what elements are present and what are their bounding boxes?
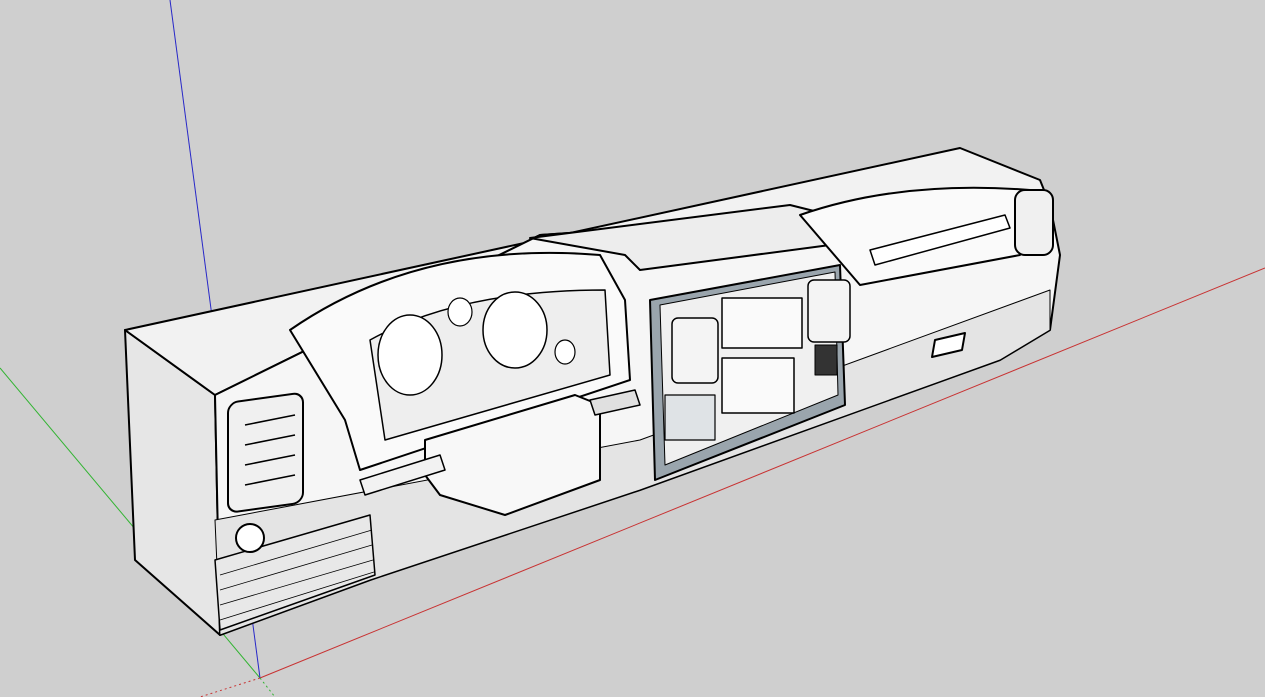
- radio-unit: [721, 297, 803, 349]
- gauge-right: [482, 291, 548, 369]
- switch-panel: [664, 394, 716, 441]
- center-right-vent: [807, 279, 851, 343]
- clock-panel: [814, 344, 838, 376]
- gauge-small-top: [447, 297, 473, 327]
- left-air-vent: [227, 392, 304, 513]
- cassette-unit: [721, 357, 795, 414]
- gauge-left: [377, 314, 443, 396]
- left-stalk: [359, 454, 446, 496]
- steering-column: [424, 394, 601, 516]
- red-axis: [259, 267, 1265, 679]
- grille-lines: [219, 529, 375, 621]
- knob: [235, 523, 265, 553]
- right-air-vent: [1014, 189, 1054, 256]
- glovebox-handle: [869, 214, 1011, 266]
- dashboard-model[interactable]: [124, 147, 1061, 636]
- gauge-small-bottom: [554, 339, 576, 365]
- tdi-badge: [931, 332, 966, 358]
- green-axis-negative: [259, 677, 276, 697]
- right-stalk: [589, 389, 641, 416]
- red-axis-negative: [199, 677, 261, 697]
- left-vent-slats: [244, 414, 296, 486]
- lower-left-grille: [214, 514, 376, 631]
- center-left-vent: [671, 317, 719, 384]
